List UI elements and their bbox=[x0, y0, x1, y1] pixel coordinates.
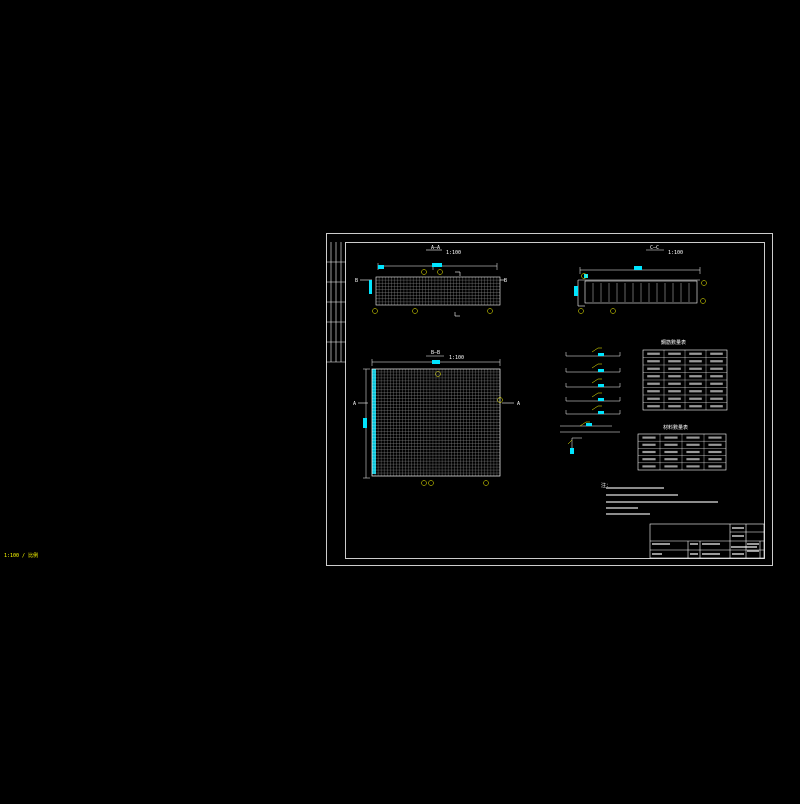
table-cell-text bbox=[647, 352, 723, 408]
rebar-details bbox=[560, 352, 621, 452]
aa-rebar-mesh bbox=[376, 277, 500, 305]
ucs-label: 1:100 / 比例 bbox=[4, 552, 38, 559]
table-cell-text bbox=[642, 436, 722, 468]
title-block bbox=[649, 523, 765, 559]
section-cc[interactable]: C—C 1:100 bbox=[574, 245, 707, 314]
notes-heading: 注： bbox=[601, 482, 611, 489]
binding-strip bbox=[326, 242, 346, 363]
b-marker-right: B bbox=[504, 278, 507, 284]
section-cc-scale: 1:100 bbox=[668, 250, 683, 256]
section-bb-title: B—B bbox=[431, 350, 440, 356]
sheet-border bbox=[326, 233, 773, 566]
material-table-title: 材料數量表 bbox=[663, 424, 688, 431]
a-marker-right: A bbox=[517, 401, 520, 407]
material-table-grid bbox=[638, 434, 726, 470]
b-marker-left: B bbox=[355, 278, 358, 284]
section-aa-scale: 1:100 bbox=[446, 250, 461, 256]
bb-rebar-mesh bbox=[372, 369, 500, 476]
a-marker-left: A bbox=[353, 401, 356, 407]
notes-block: 注： bbox=[601, 482, 718, 515]
section-cc-title: C—C bbox=[650, 245, 659, 251]
balloon-1 bbox=[372, 308, 378, 314]
section-aa-title: A—A bbox=[431, 245, 440, 251]
section-aa[interactable]: A—A 1:100 B B bbox=[355, 245, 507, 317]
rebar-table-grid bbox=[643, 350, 727, 410]
section-bb-scale: 1:100 bbox=[449, 355, 464, 361]
drawing-frame bbox=[345, 242, 765, 559]
rebar-schedule-title: 鋼筋數量表 bbox=[661, 339, 686, 346]
